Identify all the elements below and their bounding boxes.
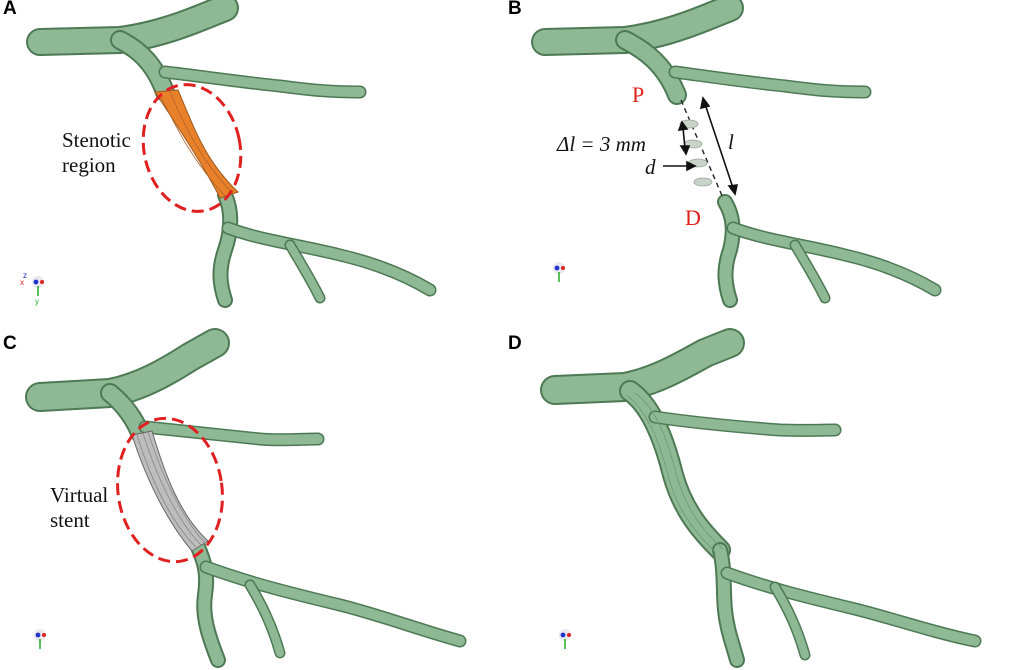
panel-letter-d: D xyxy=(508,333,522,354)
stenotic-label: Stenotic region xyxy=(62,128,131,177)
length-arrow xyxy=(699,96,739,196)
length-label: l xyxy=(728,130,734,154)
axis-x-label: x xyxy=(20,278,24,287)
stent-highlight-ellipse xyxy=(116,416,224,564)
panel-b: B xyxy=(505,0,1010,335)
delta-l-label: Δl = 3 mm xyxy=(557,132,646,156)
diameter-label: d xyxy=(645,155,656,179)
virtual-stent xyxy=(131,430,209,552)
panel-d: D xyxy=(505,328,1010,670)
panel-c: C Virtual xyxy=(0,328,505,670)
delta-l-arrow xyxy=(677,120,691,156)
cross-sections xyxy=(679,119,713,187)
stenosis-highlight-ellipse xyxy=(141,83,243,213)
diameter-arrow xyxy=(663,160,697,172)
panel-letter-a: A xyxy=(3,0,17,19)
axis-triad: z x y xyxy=(20,271,44,306)
virtual-stent-label: Virtual stent xyxy=(50,483,109,532)
panel-letter-c: C xyxy=(3,333,17,354)
axis-triad-d xyxy=(559,629,571,649)
panel-a: A xyxy=(0,0,505,335)
proximal-label: P xyxy=(632,82,645,107)
distal-label: D xyxy=(685,205,701,230)
axis-triad-b xyxy=(553,262,565,282)
axis-triad-c xyxy=(34,629,46,649)
vessel-model-c xyxy=(25,328,467,668)
stenosis-segment xyxy=(154,89,239,199)
axis-z-label: z xyxy=(23,271,27,280)
panel-letter-b: B xyxy=(508,0,522,19)
vessel-model-b xyxy=(531,0,942,308)
axis-y-label: y xyxy=(35,297,39,306)
vessel-model-d xyxy=(540,328,982,668)
vessel-model-a: z x y xyxy=(20,0,437,308)
